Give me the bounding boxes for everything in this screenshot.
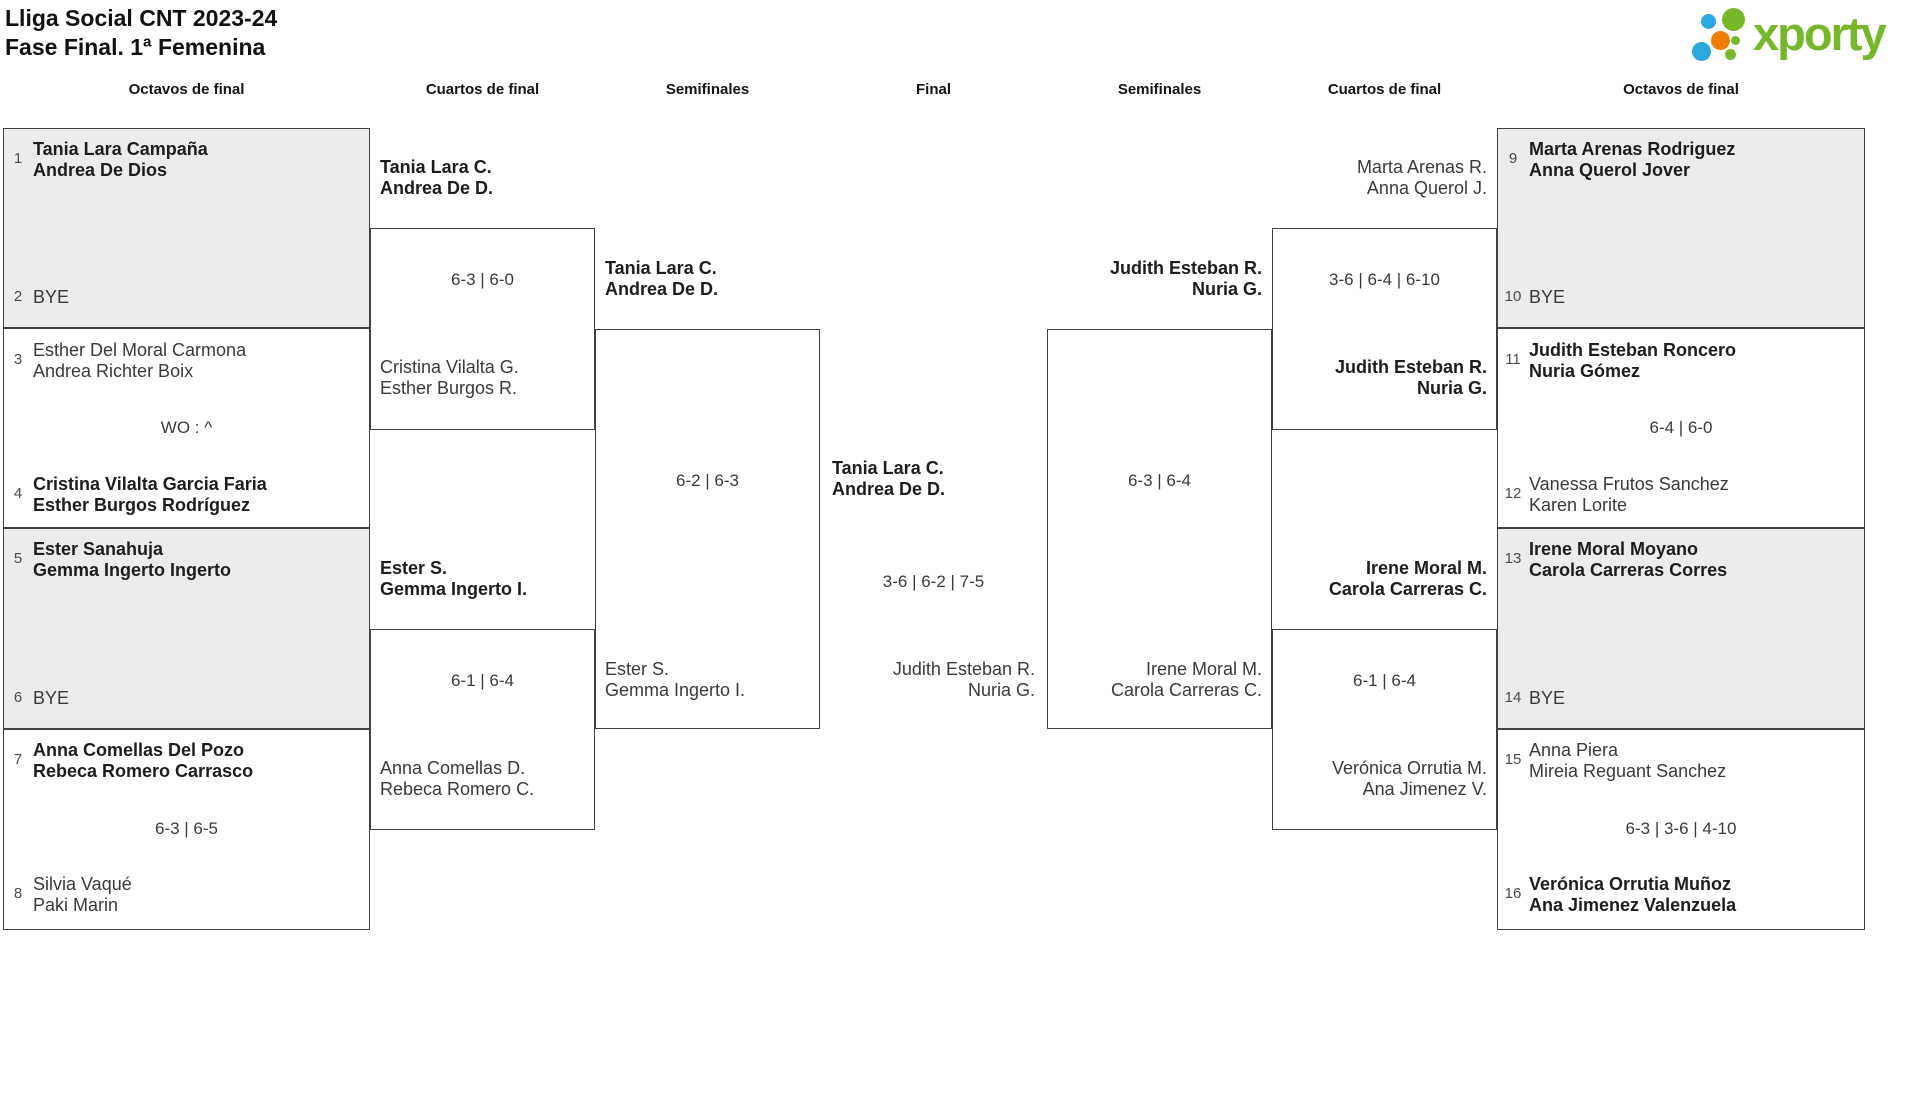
team-label-qf-right-2-top[interactable]: Irene Moral M.Carola Carreras C. [1328,558,1487,599]
team-label-sf-left-bottom[interactable]: Ester S.Gemma Ingerto I. [605,659,746,700]
round-header-qf-right: Cuartos de final [1327,81,1442,98]
seed-number-10: 10 [1504,288,1522,305]
team-label-qf-left-2-bottom[interactable]: Anna Comellas D.Rebeca Romero C. [380,758,535,799]
page-title: Lliga Social CNT 2023-24 [5,5,278,31]
logo-dot-blue-top [1701,14,1716,29]
match-score-sf-left: 6-2 | 6-3 [675,471,739,490]
team-label-qf-right-2-bottom[interactable]: Verónica Orrutia M.Ana Jimenez V. [1331,758,1487,799]
team-label-qf-right-1-top[interactable]: Marta Arenas R.Anna Querol J. [1356,157,1487,198]
match-box-r16-right-1 [1497,128,1865,328]
seed-number-16: 16 [1504,885,1522,902]
match-score-sf-right: 6-3 | 6-4 [1127,471,1191,490]
team-label-qf-left-2-top[interactable]: Ester S.Gemma Ingerto I. [380,558,528,599]
seed-number-5: 5 [13,550,23,567]
seed-number-14: 14 [1504,689,1522,706]
match-score-qf-right-2: 6-1 | 6-4 [1352,671,1416,690]
logo-dot-green-big [1722,8,1745,31]
match-box-sf-right [1047,329,1272,729]
team-label-qf-right-1-bottom[interactable]: Judith Esteban R.Nuria G. [1334,357,1487,398]
match-box-r16-left-4 [3,729,370,930]
match-box-r16-left-1 [3,128,370,328]
round-header-qf-left: Cuartos de final [425,81,540,98]
seed-number-9: 9 [1508,150,1518,167]
round-header-sf-right: Semifinales [1117,81,1202,98]
logo-dot-orange [1711,31,1730,50]
round-header-r16-right: Octavos de final [1623,81,1739,98]
match-box-r16-right-4 [1497,729,1865,930]
team-label-qf-left-1-bottom[interactable]: Cristina Vilalta G.Esther Burgos R. [380,357,519,398]
match-box-qf-left-1 [370,228,595,430]
match-box-r16-right-3 [1497,528,1865,729]
match-box-qf-right-2 [1272,629,1497,830]
team-label-seed6[interactable]: BYE [33,688,70,708]
match-score-r16-left-4: 6-3 | 6-5 [154,819,218,838]
team-label-sf-left-top[interactable]: Tania Lara C.Andrea De D. [605,258,719,299]
round-header-sf-left: Semifinales [665,81,750,98]
seed-number-3: 3 [13,351,23,368]
match-box-qf-right-1 [1272,228,1497,430]
logo-dot-blue-bottom [1692,42,1711,61]
seed-number-1: 1 [13,150,23,167]
seed-number-4: 4 [13,485,23,502]
match-score-r16-right-2: 6-4 | 6-0 [1649,418,1713,437]
logo-wordmark: xporty [1753,7,1887,60]
match-box-sf-left [595,329,820,729]
round-header-r16-left: Octavos de final [128,81,245,98]
match-box-r16-right-2 [1497,328,1865,528]
match-score-qf-right-1: 3-6 | 6-4 | 6-10 [1329,270,1440,289]
match-box-qf-left-2 [370,629,595,830]
team-label-seed14[interactable]: BYE [1529,688,1566,708]
team-label-qf-left-1-top[interactable]: Tania Lara C.Andrea De D. [380,157,494,198]
seed-number-8: 8 [13,885,23,902]
match-score-qf-left-2: 6-1 | 6-4 [450,671,514,690]
team-label-sf-right-bottom[interactable]: Irene Moral M.Carola Carreras C. [1110,659,1262,700]
match-box-r16-left-3 [3,528,370,729]
seed-number-2: 2 [13,288,23,305]
match-score-r16-right-4: 6-3 | 3-6 | 4-10 [1625,819,1737,838]
team-label-final-bottom[interactable]: Judith Esteban R.Nuria G. [892,659,1035,700]
match-score-r16-left-2: WO : ^ [160,418,213,437]
seed-number-12: 12 [1504,485,1522,502]
seed-number-7: 7 [13,751,23,768]
seed-number-15: 15 [1504,751,1522,768]
team-label-sf-right-top[interactable]: Judith Esteban R.Nuria G. [1109,258,1262,299]
team-label-seed10[interactable]: BYE [1529,287,1566,307]
match-box-r16-left-2 [3,328,370,528]
seed-number-13: 13 [1504,550,1522,567]
round-header-final: Final [915,81,951,98]
seed-number-6: 6 [13,689,23,706]
logo-dot-green-small [1731,36,1740,45]
page-subtitle: Fase Final. 1ª Femenina [5,34,266,60]
team-label-seed2[interactable]: BYE [33,287,70,307]
logo-dot-green-bottom [1725,49,1736,60]
team-label-final-top[interactable]: Tania Lara C.Andrea De D. [832,458,946,499]
seed-number-11: 11 [1505,351,1521,368]
match-score-qf-left-1: 6-3 | 6-0 [450,270,514,289]
match-score-final: 3-6 | 6-2 | 7-5 [882,572,985,591]
